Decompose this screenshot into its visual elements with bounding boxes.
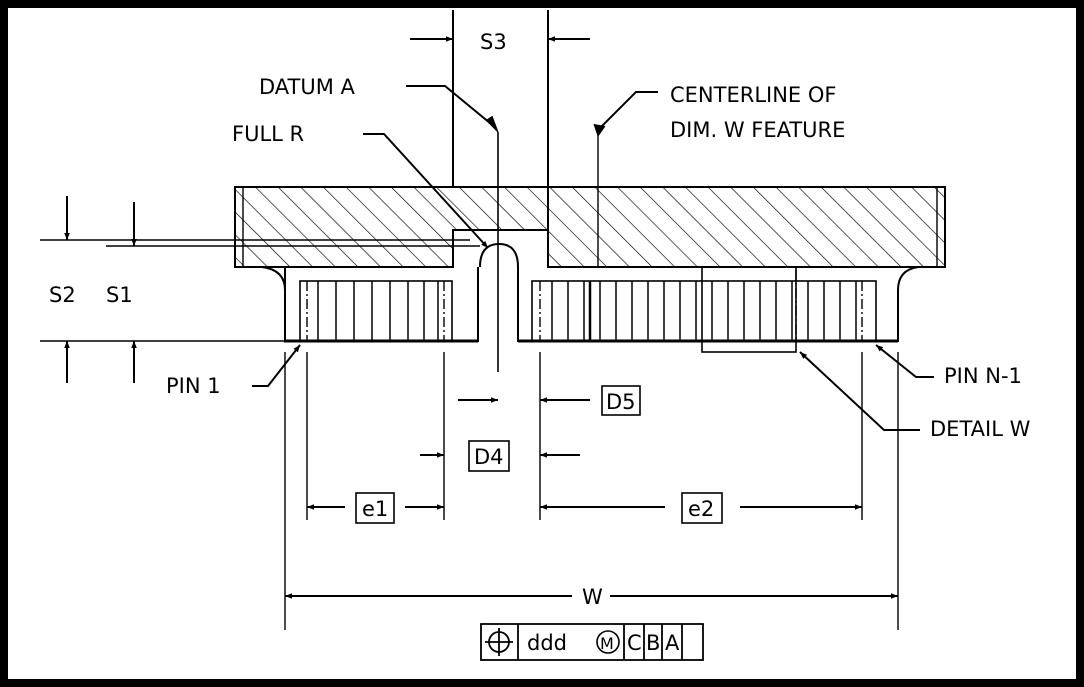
detail-w-callout: DETAIL W	[799, 351, 1031, 441]
fcf-datum-c: C	[627, 631, 642, 655]
e1-label: e1	[362, 497, 388, 521]
s2-label: S2	[49, 283, 76, 307]
w-dimension: W	[285, 585, 898, 609]
extension-lines	[284, 352, 899, 630]
mmc-modifier-icon	[596, 630, 620, 654]
pin-n1-label: PIN N-1	[944, 364, 1022, 388]
e2-dimension: e2	[540, 492, 862, 524]
full-r-callout: FULL R	[232, 122, 489, 249]
detail-w-box	[701, 266, 797, 353]
d5-dimension: D5	[458, 385, 641, 416]
connector-body	[234, 186, 946, 268]
detail-w-label: DETAIL W	[930, 417, 1031, 441]
pin1-callout: PIN 1	[166, 344, 301, 398]
centerline-label-2: DIM. W FEATURE	[670, 118, 845, 142]
d5-label: D5	[606, 390, 636, 414]
pin1-label: PIN 1	[166, 374, 221, 398]
d4-dimension: D4	[420, 440, 580, 472]
feature-control-frame: ddd M C B A	[480, 623, 704, 661]
s1-label: S1	[106, 283, 133, 307]
d4-label: D4	[474, 445, 504, 469]
centerline-label-1: CENTERLINE OF	[670, 83, 836, 107]
w-label: W	[582, 585, 603, 609]
fcf-modifier: M	[600, 634, 614, 653]
s2-s1-dimensions: S2 S1	[40, 196, 480, 383]
fcf-datum-a: A	[665, 631, 680, 655]
s3-label: S3	[480, 30, 507, 54]
pins-right	[531, 266, 877, 353]
fcf-tolerance: ddd	[527, 631, 567, 655]
datum-a-callout: DATUM A	[259, 75, 499, 372]
centerline-callout: CENTERLINE OF DIM. W FEATURE	[593, 83, 845, 267]
s3-dimension: S3	[410, 10, 590, 230]
pins-left	[299, 280, 453, 342]
full-r-label: FULL R	[232, 122, 304, 146]
e1-dimension: e1	[307, 492, 444, 524]
fcf-datum-b: B	[646, 631, 660, 655]
pin-n1-callout: PIN N-1	[875, 344, 1022, 388]
position-icon	[485, 628, 513, 656]
datum-a-label: DATUM A	[259, 75, 356, 99]
e2-label: e2	[688, 497, 714, 521]
